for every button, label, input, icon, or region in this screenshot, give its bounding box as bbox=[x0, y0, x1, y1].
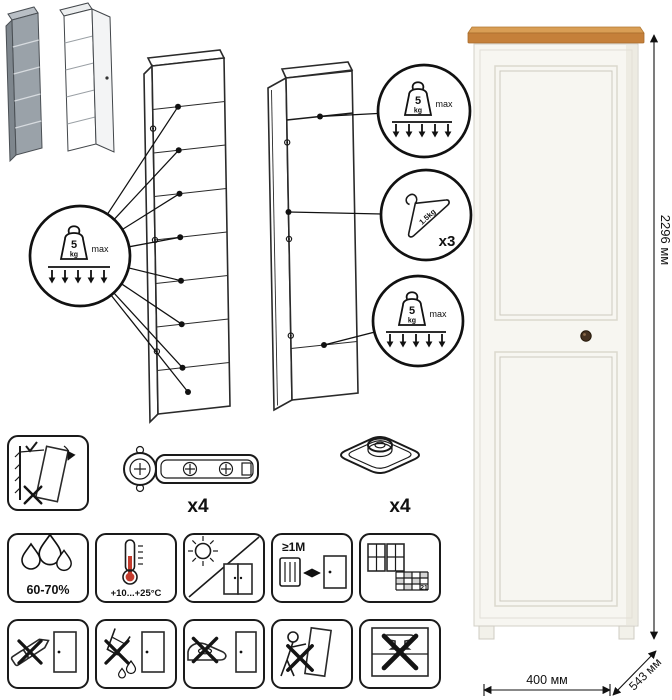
calendar-grid: 21 bbox=[395, 571, 429, 591]
grid-number-label: 21 bbox=[420, 584, 428, 591]
tip-motion-arrow bbox=[63, 445, 76, 461]
bottom-load-max: max bbox=[429, 309, 447, 319]
depth-dimension: 543 мм bbox=[612, 650, 664, 696]
sun-icon bbox=[194, 542, 212, 560]
humidity-icon: 60-70% bbox=[7, 533, 89, 603]
temperature-icon: +10...+25°C bbox=[95, 533, 177, 603]
bottom-load-value: 5 bbox=[409, 305, 415, 317]
door-knob bbox=[580, 330, 592, 342]
anti-tip-warning-icon bbox=[7, 435, 89, 511]
shelf-load-value: 5 bbox=[71, 239, 77, 251]
bottom-load-unit: kg bbox=[408, 318, 416, 325]
hanger-hook-icon bbox=[405, 193, 418, 206]
hinge-icon bbox=[123, 445, 259, 493]
rod-load-max: max bbox=[435, 99, 453, 109]
rod-load-value: 5 bbox=[415, 95, 421, 107]
radiator-icon bbox=[279, 557, 301, 587]
depth-dimension-label: 543 мм bbox=[626, 655, 664, 693]
temperature-label: +10...+25°C bbox=[111, 588, 162, 599]
hanging-cabinet-drawing bbox=[267, 61, 427, 412]
distance-label: ≥1M bbox=[282, 540, 305, 554]
wardrobe-foot bbox=[478, 625, 495, 640]
hanger-icon bbox=[407, 199, 450, 238]
variant-thumbnail-door bbox=[59, 2, 115, 153]
no-heavy-load-icon bbox=[359, 619, 441, 689]
no-liquids-icon bbox=[95, 619, 177, 689]
no-hot-objects-icon bbox=[183, 619, 265, 689]
shelf-load-max: max bbox=[91, 244, 109, 254]
variant-thumbnail-open bbox=[5, 6, 43, 163]
wardrobe-foot bbox=[618, 625, 635, 640]
shelf-load-unit: kg bbox=[70, 252, 78, 259]
width-dimension: 400 мм bbox=[483, 673, 611, 696]
hanger-capacity-badge: 1.5kg x3 bbox=[379, 168, 473, 262]
bracket-count-label: x4 bbox=[389, 496, 411, 517]
hanger-count-label: x3 bbox=[439, 233, 456, 250]
wardrobe-body bbox=[473, 43, 639, 627]
width-dimension-label: 400 мм bbox=[526, 673, 568, 687]
shelf-load-badge: 5 kg max bbox=[28, 204, 132, 308]
height-dimension: 2296 мм bbox=[649, 34, 672, 640]
heat-distance-icon: ≥1M bbox=[271, 533, 353, 603]
wardrobe-door bbox=[479, 49, 633, 619]
hinge-marks bbox=[284, 139, 294, 339]
check-mark-icon bbox=[25, 441, 38, 453]
rod-load-badge: 5 kg max bbox=[376, 63, 472, 159]
height-dimension-label: 2296 мм bbox=[658, 215, 672, 265]
corner-bracket-icon bbox=[340, 436, 420, 474]
wardrobe-render bbox=[467, 26, 645, 640]
sunlight-icon bbox=[183, 533, 265, 603]
thumbnail-knob bbox=[105, 76, 109, 80]
bottom-load-badge: 5 kg max bbox=[371, 274, 465, 368]
rod-load-unit: kg bbox=[414, 108, 422, 115]
ventilation-icon: 21 bbox=[359, 533, 441, 603]
humidity-label: 60-70% bbox=[26, 583, 69, 597]
no-pushing-icon bbox=[271, 619, 353, 689]
no-sharp-objects-icon bbox=[7, 619, 89, 689]
wood-top bbox=[467, 26, 645, 34]
hinge-count-label: x4 bbox=[187, 496, 209, 517]
door-knob-highlight bbox=[583, 333, 586, 336]
hinge-marks bbox=[149, 125, 161, 355]
